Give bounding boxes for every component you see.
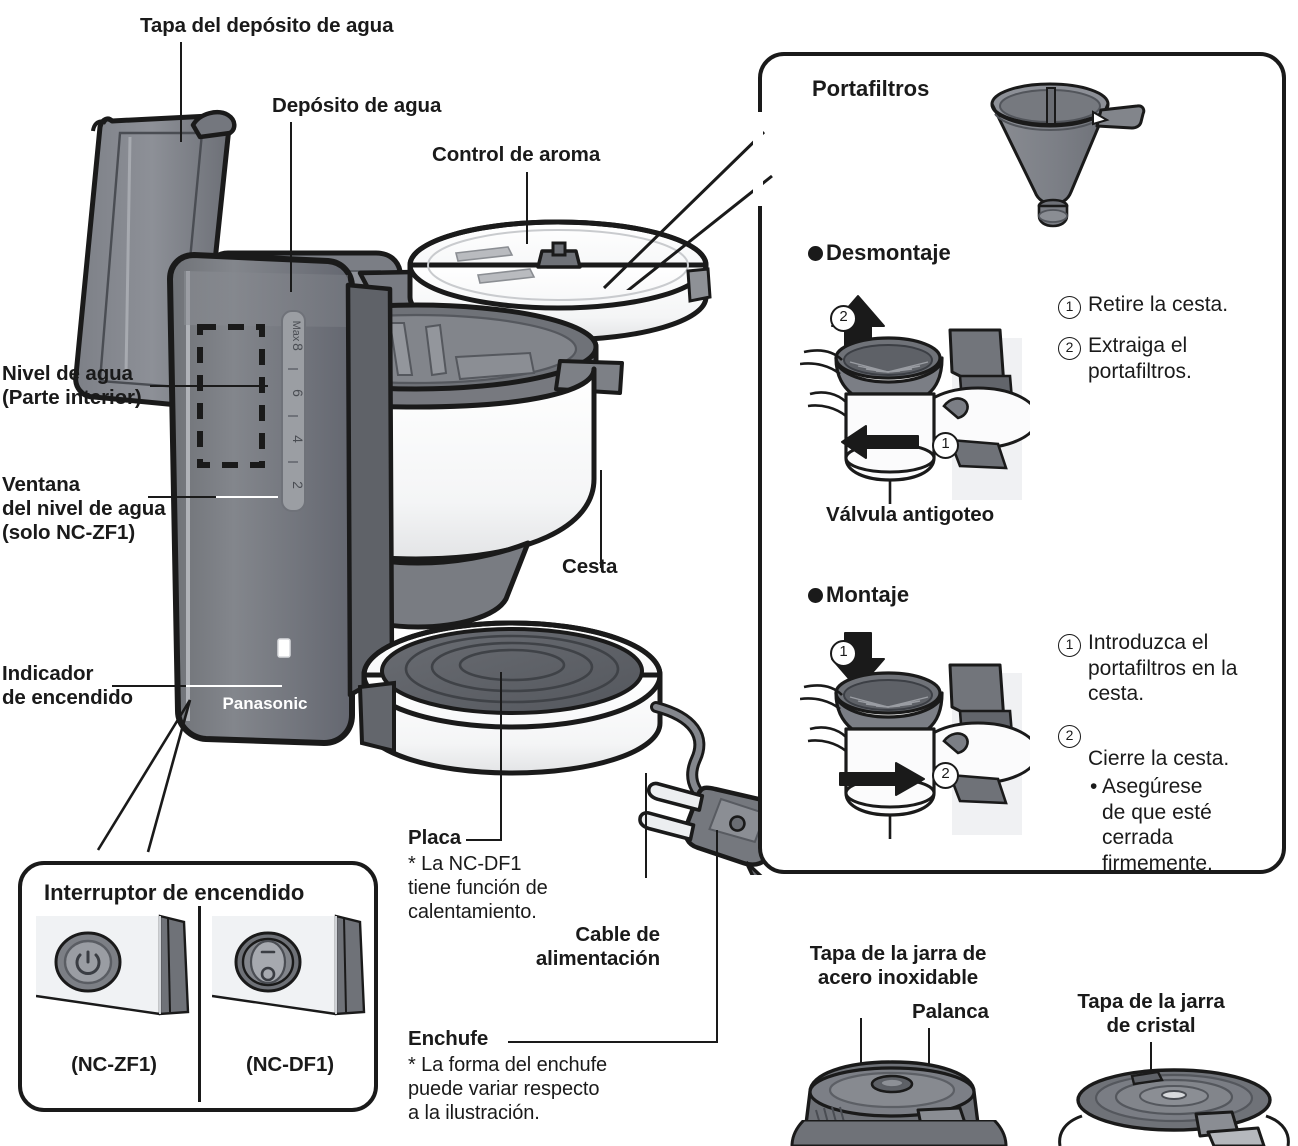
label-power-cord: Cable de alimentación [535, 923, 660, 971]
power-switch-panel-title: Interruptor de encendido [44, 880, 305, 905]
leader-power-switch-pointer [96, 699, 192, 853]
leader-water-level [150, 385, 268, 387]
removal-step-1: 1 Retire la cesta. [1058, 292, 1274, 319]
nc-zf1-switch-caption: (NC-ZF1) [71, 1053, 157, 1076]
leader-water-level-window-overlay [216, 496, 278, 498]
footnote-plug: * La forma del enchufe puede variar resp… [408, 1053, 708, 1125]
filter-holder-removal-illustration [800, 290, 1030, 520]
mounting-step-2: 2 Cierre la cesta. • Asegúrese de que es… [1058, 721, 1280, 902]
footnote-hot-plate-text: La NC-DF1 tiene función de calentamiento… [408, 853, 548, 923]
mounting-step-1-text: Introduzca el portafiltros en la cesta. [1088, 631, 1238, 706]
filter-holder-panel-pointer [602, 112, 773, 290]
label-water-level-window: Ventana del nivel de agua (solo NC-ZF1) [2, 473, 166, 545]
removal-step-1-marker: 1 [932, 432, 959, 459]
section-heading-removal: Desmontaje [808, 240, 951, 266]
removal-step-2-text: Extraiga el portafiltros. [1088, 334, 1192, 383]
filter-holder-panel-title: Portafiltros [812, 76, 930, 101]
nc-zf1-switch [36, 908, 192, 1038]
nc-df1-switch [212, 908, 368, 1038]
svg-text:8: 8 [290, 343, 306, 351]
label-aroma-control: Control de aroma [432, 143, 601, 166]
section-heading-mounting: Montaje [808, 582, 909, 608]
leader-plug-h [508, 1041, 718, 1043]
footnote-plug-marker: * [408, 1054, 416, 1076]
label-anti-drip-valve: Válvula antigoteo [826, 503, 995, 526]
leader-water-level-window [148, 496, 276, 498]
footnote-hot-plate: * La NC-DF1 tiene función de calentamien… [408, 852, 638, 924]
removal-step-2: 2 Extraiga el portafiltros. [1058, 333, 1274, 384]
leader-aroma-control [526, 172, 528, 244]
label-stainless-jar-lid: Tapa de la jarra de acero inoxidable [809, 942, 987, 990]
filter-holder-cone [975, 80, 1155, 230]
section-heading-removal-text: Desmontaje [826, 240, 951, 265]
leader-plug-v [716, 830, 718, 1043]
label-jar-lever: Palanca [912, 1000, 989, 1023]
leader-water-tank-lid [180, 42, 182, 142]
stainless-jar-body [790, 1120, 1008, 1146]
leader-stainless-jar-lid [860, 1018, 862, 1070]
leader-glass-jar-lid [1150, 1042, 1152, 1084]
label-power-indicator: Indicador de encendido [2, 662, 133, 710]
section-heading-mounting-text: Montaje [826, 582, 910, 607]
leader-power-indicator [112, 685, 186, 687]
power-switch-panel-divider [198, 906, 201, 1102]
label-water-tank-lid: Tapa del depósito de agua [140, 14, 394, 37]
bullet-dot-icon [808, 245, 823, 261]
bullet-dot-icon [808, 587, 823, 603]
label-hot-plate: Placa [408, 826, 462, 849]
leader-water-tank [290, 122, 292, 292]
leader-hot-plate-h [466, 839, 502, 841]
label-water-tank: Depósito de agua [272, 94, 442, 117]
glass-jar-lid [1046, 1062, 1296, 1146]
removal-step-2-number: 2 [1058, 337, 1081, 360]
svg-text:6: 6 [290, 389, 306, 397]
footnote-plug-text: La forma del enchufe puede variar respec… [408, 1054, 608, 1124]
label-water-level: Nivel de agua (Parte interior) [2, 362, 142, 410]
svg-text:4: 4 [290, 435, 306, 443]
mounting-step-2-marker: 2 [932, 762, 959, 789]
mounting-step-2-text: Cierre la cesta. [1088, 747, 1230, 771]
removal-step-1-number: 1 [1058, 296, 1081, 319]
mounting-step-2-number: 2 [1058, 724, 1081, 748]
svg-text:Panasonic: Panasonic [222, 694, 307, 713]
leader-power-indicator-overlay [186, 685, 282, 687]
svg-text:Max: Max [290, 321, 302, 342]
removal-step-2-marker: 2 [830, 305, 857, 332]
footnote-hot-plate-marker: * [408, 853, 416, 875]
label-plug: Enchufe [408, 1027, 489, 1050]
removal-step-1-text: Retire la cesta. [1088, 293, 1229, 316]
svg-text:2: 2 [290, 481, 306, 489]
mounting-step-1-marker: 1 [830, 640, 857, 667]
leader-power-cord [645, 773, 647, 878]
label-basket: Cesta [562, 555, 618, 578]
label-glass-jar-lid: Tapa de la jarra de cristal [1077, 990, 1225, 1038]
mounting-steps-list: 1 Introduzca el portafiltros en la cesta… [1058, 630, 1280, 916]
nc-df1-switch-caption: (NC-DF1) [245, 1053, 335, 1076]
removal-steps-list: 1 Retire la cesta. 2 Extraiga el portafi… [1058, 292, 1274, 398]
leader-hot-plate-v [500, 672, 502, 841]
mounting-step-2-bullet: • Asegúrese de que esté cerrada firmemen… [1090, 775, 1213, 875]
mounting-step-1-number: 1 [1058, 634, 1081, 657]
mounting-step-2-wrap: Cierre la cesta. • Asegúrese de que esté… [1088, 721, 1280, 902]
leader-basket [600, 470, 602, 568]
leader-jar-lever [928, 1028, 930, 1098]
mounting-step-1: 1 Introduzca el portafiltros en la cesta… [1058, 630, 1280, 707]
